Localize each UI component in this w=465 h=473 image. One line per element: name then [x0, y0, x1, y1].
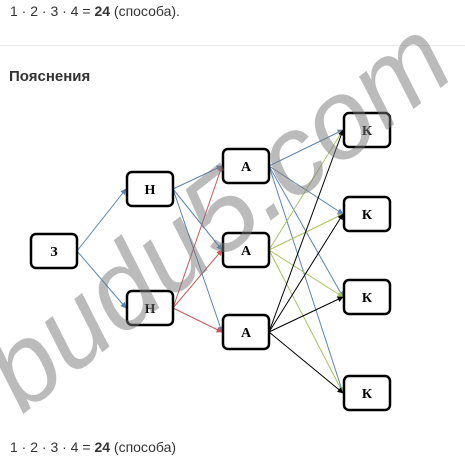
- node-box: [342, 374, 392, 412]
- edge-a3-k1: [268, 129, 344, 333]
- edge-n2-a3: [172, 307, 223, 333]
- node-box: [221, 231, 271, 269]
- node-label: А: [241, 160, 252, 175]
- edge-a1-k1: [268, 129, 344, 167]
- node-label: К: [362, 291, 373, 306]
- node-label: Н: [145, 183, 156, 198]
- node-box: [342, 278, 392, 316]
- edge-a3-k3: [268, 296, 344, 333]
- formula-unit: (способа): [113, 439, 177, 455]
- node-k3: К: [342, 278, 392, 316]
- formula-expression: 1 · 2 · 3 · 4 =: [10, 3, 91, 19]
- node-n1: Н: [125, 170, 175, 208]
- node-k4: К: [342, 374, 392, 412]
- section-heading: Пояснения: [9, 68, 91, 85]
- node-a1: А: [221, 147, 271, 185]
- node-label: А: [241, 326, 252, 341]
- formula-result: 24: [94, 439, 111, 455]
- edge-n2-a1: [172, 165, 224, 309]
- node-box: [125, 170, 175, 208]
- node-label: Н: [145, 302, 156, 317]
- formula-top: 1 · 2 · 3 · 4 = 24 (способа).: [10, 2, 180, 20]
- edge-a1-k4: [268, 165, 345, 394]
- node-label: К: [362, 124, 373, 139]
- watermark-text: budu5.com: [0, 0, 465, 434]
- edge-z-n2: [76, 250, 127, 309]
- node-label: К: [362, 387, 373, 402]
- node-box: [342, 111, 392, 149]
- node-a3: А: [221, 313, 271, 351]
- node-box: [29, 232, 79, 270]
- node-label: З: [50, 245, 57, 260]
- edge-a3-k4: [268, 331, 344, 394]
- node-label: А: [241, 244, 252, 259]
- edge-n1-a3: [172, 188, 224, 333]
- edge-z-n1: [76, 188, 127, 252]
- node-label: К: [362, 208, 373, 223]
- edge-a2-k4: [268, 249, 344, 394]
- node-k2: К: [342, 195, 392, 233]
- edge-n2-a2: [172, 249, 223, 309]
- node-a2: А: [221, 231, 271, 269]
- nodes-layer: З Н Н А А А К К К К: [29, 111, 392, 412]
- edge-a3-k2: [268, 213, 344, 333]
- formula-unit: (способа).: [113, 3, 180, 19]
- node-n2: Н: [125, 289, 175, 327]
- node-box: [221, 147, 271, 185]
- edges-layer: [76, 129, 345, 394]
- formula-bottom: 1 · 2 · 3 · 4 = 24 (способа): [10, 438, 176, 456]
- edge-n1-a2: [172, 188, 223, 251]
- edge-a2-k1: [268, 129, 344, 251]
- node-z: З: [29, 232, 79, 270]
- node-box: [342, 195, 392, 233]
- node-box: [221, 313, 271, 351]
- node-box: [125, 289, 175, 327]
- edge-n1-a1: [172, 165, 223, 190]
- formula-result: 24: [94, 3, 111, 19]
- section-divider: [0, 45, 465, 46]
- node-k1: К: [342, 111, 392, 149]
- formula-expression: 1 · 2 · 3 · 4 =: [10, 439, 91, 455]
